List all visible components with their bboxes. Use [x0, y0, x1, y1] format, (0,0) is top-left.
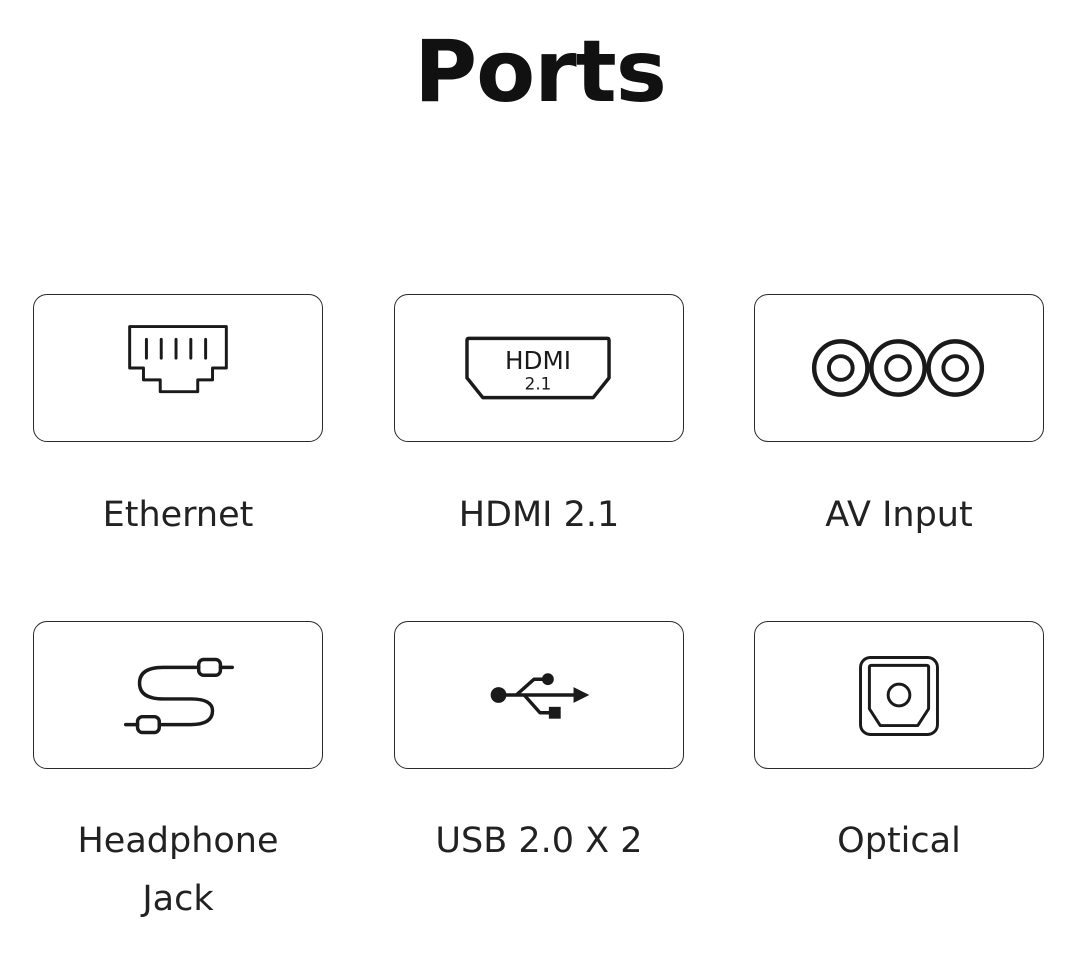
ethernet-port-card — [33, 294, 323, 442]
hdmi-label: HDMI 2.1 — [458, 495, 620, 535]
ethernet-label: Ethernet — [102, 495, 254, 535]
optical-port-icon — [859, 656, 939, 736]
usb-label: USB 2.0 X 2 — [435, 821, 643, 861]
page-title: Ports — [414, 22, 667, 122]
optical-port-card — [754, 621, 1044, 769]
headphone-cable-icon — [123, 657, 234, 735]
usb-port-card — [394, 621, 684, 769]
av-input-card — [754, 294, 1044, 442]
av-input-icon — [811, 339, 985, 397]
hdmi-icon-version: 2.1 — [525, 374, 552, 394]
optical-label: Optical — [837, 821, 961, 861]
hdmi-icon-text: HDMI — [505, 346, 571, 375]
headphone-jack-card — [33, 621, 323, 769]
usb-icon — [490, 673, 590, 719]
hdmi-port-card: HDMI 2.1 — [394, 294, 684, 442]
headphone-jack-label: Headphone Jack — [77, 821, 279, 919]
hdmi-port-icon: HDMI 2.1 — [465, 336, 611, 400]
av-input-label: AV Input — [825, 495, 973, 535]
ethernet-port-icon — [128, 325, 228, 394]
